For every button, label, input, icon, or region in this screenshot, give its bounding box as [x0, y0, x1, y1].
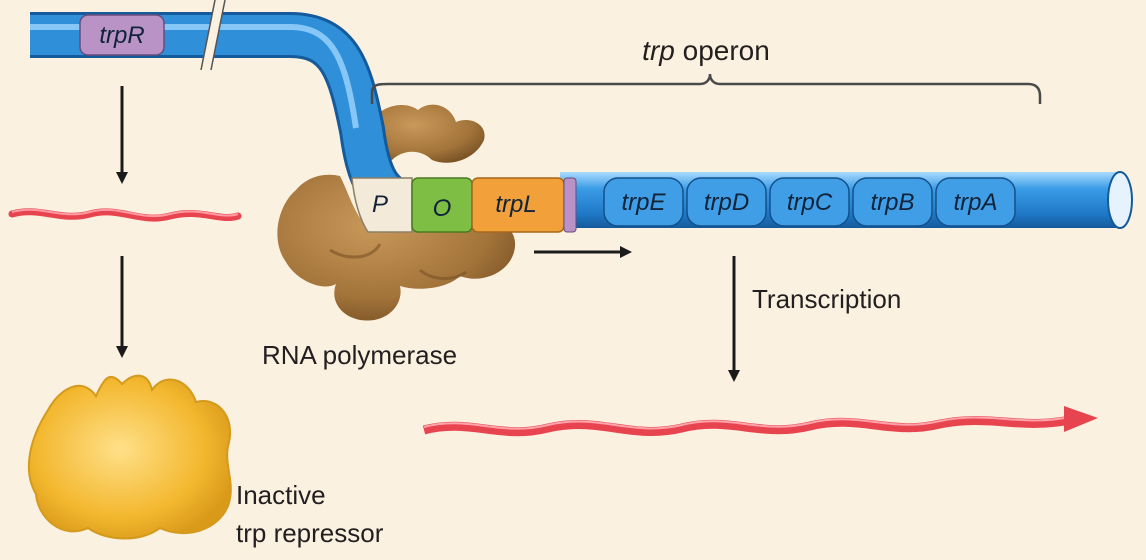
gene-trpC: trpC: [769, 177, 850, 227]
transcription-label: Transcription: [752, 284, 901, 314]
polymerase-label: RNA polymerase: [262, 340, 457, 370]
trpR-mrna: [8, 208, 242, 222]
gene-trpB: trpB: [852, 177, 933, 227]
gene-label-trpA: trpA: [953, 189, 997, 216]
inactive-repressor-shape: [27, 374, 232, 540]
trpR-gene: trpR: [79, 14, 165, 56]
repressor-label-line1: Inactive: [236, 480, 326, 510]
operon-title-italic: trp: [642, 35, 675, 66]
gene-label-trpD: trpD: [704, 189, 749, 216]
operon-bracket: trp operon: [370, 35, 1042, 104]
operon-mrna: [422, 415, 1071, 437]
rna-polymerase-shape: [277, 104, 516, 321]
operon-title-rest: operon: [675, 35, 770, 66]
gene-label-trpE: trpE: [621, 189, 666, 216]
svg-text:trpR: trpR: [99, 22, 144, 49]
gene-trpE: trpE: [603, 177, 684, 227]
gene-label-trpC: trpC: [787, 189, 833, 216]
operator-segment: O: [411, 177, 473, 233]
structural-genes: trpE trpD trpC trpB trpA: [603, 177, 1016, 227]
promoter-label: P: [372, 191, 388, 218]
leader-label: trpL: [495, 191, 536, 218]
mrna-arrowhead: [1064, 406, 1098, 432]
promoter-segment: P: [351, 177, 413, 233]
leader-segment: trpL: [471, 177, 565, 233]
gene-trpD: trpD: [686, 177, 767, 227]
leader-attenuator-band: [563, 177, 577, 233]
gene-trpA: trpA: [935, 177, 1016, 227]
operator-label: O: [433, 195, 452, 222]
gene-label-trpB: trpB: [870, 189, 914, 216]
repressor-label-line2: trp repressor: [236, 518, 384, 548]
svg-text:trp operon: trp operon: [642, 35, 770, 66]
dna-break-mark: [200, 0, 226, 71]
